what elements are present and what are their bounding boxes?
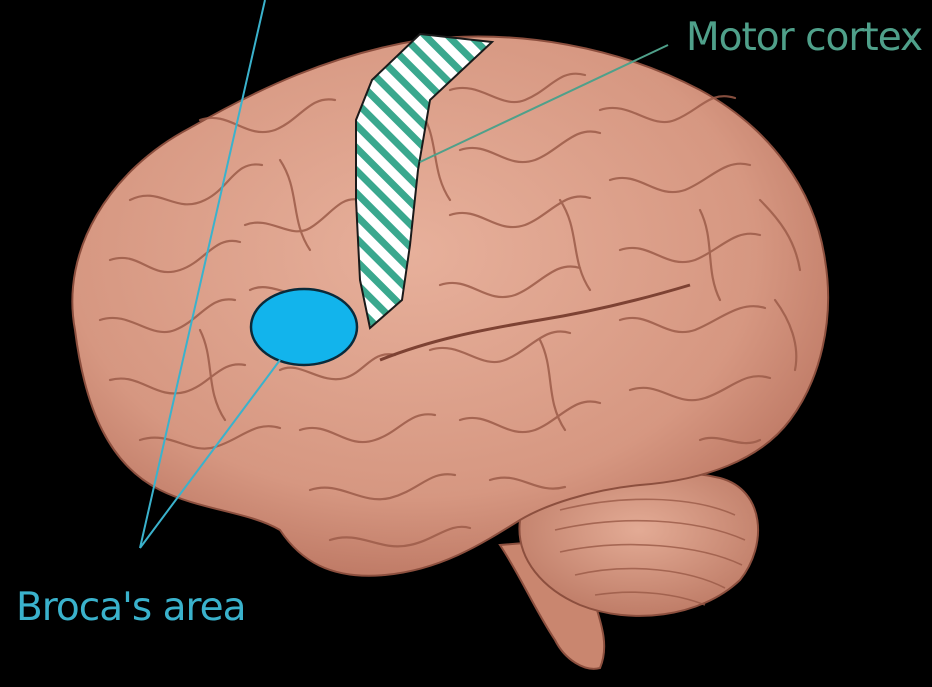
motor-cortex-label: Motor cortex (686, 18, 922, 57)
broca-area-region (251, 289, 357, 365)
broca-area-label: Broca's area (16, 588, 246, 627)
